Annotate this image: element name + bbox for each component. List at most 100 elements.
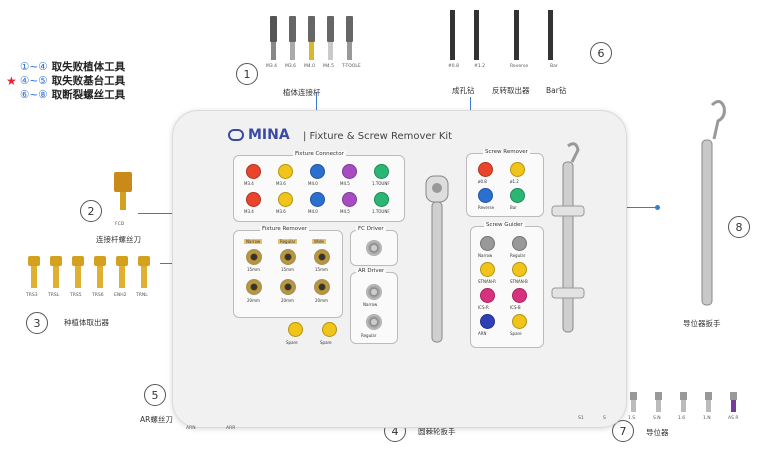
connector-tool: [308, 16, 315, 60]
caption-ar-driver: AR螺丝刀: [140, 415, 173, 424]
drill-tools-image: [450, 10, 553, 60]
screw-guider-label: Spare: [510, 331, 522, 336]
connector-tip-label: M4.0: [304, 64, 316, 69]
fixture-connector-label: M3.6: [276, 209, 286, 214]
fcd-driver-image: [114, 172, 132, 210]
legend-text: 取失败植体工具: [51, 61, 126, 73]
caption-remover: 种植体取出器: [64, 318, 109, 327]
screw-guider-label: ARN: [478, 331, 487, 336]
legend-text: 取失败基台工具: [51, 75, 126, 87]
fixture-remover-col-label: Wide: [312, 239, 326, 244]
screw-guider-slot: [512, 236, 527, 251]
remover-tool: [116, 256, 128, 288]
spare-label: Spare: [320, 340, 332, 345]
fixture-connector-label: M3.4: [244, 181, 254, 186]
spare-slot: [288, 322, 303, 337]
guider-tool: [680, 392, 687, 412]
fixture-remover-length: 15mm: [281, 267, 294, 272]
guider-tip-label: AS R: [728, 416, 739, 421]
callout-1: 1: [236, 63, 258, 85]
fc-driver-title: FC Driver: [356, 226, 386, 232]
caption-fcd: 连接杆螺丝刀: [96, 235, 141, 244]
screw-guider-label: Regular: [510, 253, 526, 258]
screw-guider-slot: [480, 288, 495, 303]
remover-tool: [50, 256, 62, 288]
connector-tip-label: M4.5: [323, 64, 335, 69]
fixture-connector-slot: [246, 164, 261, 179]
caption-reverse: 反转取出器: [492, 86, 530, 95]
screw-guider-label: STNAN-B: [510, 279, 528, 284]
kit-brand: MINA: [228, 127, 290, 143]
ar-driver-title: AR Driver: [356, 268, 387, 274]
fixture-connector-slot: [374, 164, 389, 179]
fixture-remover-length: 15mm: [247, 267, 260, 272]
screw-guider-title: Screw Guider: [484, 222, 525, 228]
legend-range: ⑥~⑧: [20, 89, 48, 101]
fixture-remover-length: 20mm: [281, 298, 294, 303]
screw-guider-label: ICS-B: [510, 305, 521, 310]
screw-guider-label: STNAN-R: [478, 279, 496, 284]
remover-tool: [138, 256, 150, 288]
screw-guider-slot: [512, 262, 527, 277]
fixture-connector-slot: [246, 192, 261, 207]
fixture-connector-slot: [310, 192, 325, 207]
remover-tool: [72, 256, 84, 288]
connector-tip-label: M3.6: [285, 64, 297, 69]
guider-tip-label: 1.S: [628, 416, 636, 421]
ar-driver-label: Regular: [361, 333, 377, 338]
fixture-remover-length: 15mm: [315, 267, 328, 272]
fixture-connector-label: M4.0: [308, 209, 318, 214]
fixture-connector-label: M4.5: [340, 181, 350, 186]
remover-tool: [94, 256, 106, 288]
screw-guider-slot: [480, 314, 495, 329]
connector-tip-label: T-TOOLE: [342, 64, 361, 69]
screw-guider-slot: [480, 262, 495, 277]
fixture-remover-slot: [246, 249, 262, 265]
kit-brand-text: MINA: [248, 127, 290, 143]
remover-tip-label: TRSL: [48, 293, 60, 298]
connector-tool: [289, 16, 296, 60]
ar-tip-label: ARR: [226, 426, 236, 431]
fixture-remover-slot: [314, 249, 330, 265]
drill-tip-label: #0.8: [448, 64, 459, 69]
tray-ratchet-image: [425, 175, 449, 343]
fixture-remover-slot: [246, 279, 262, 295]
callout-7: 7: [612, 420, 634, 442]
fixture-connector-label: M4.0: [308, 181, 318, 186]
connector-tool: [346, 16, 353, 60]
caption-bar: Bar钻: [546, 86, 567, 95]
remover-tip-label: ENH2: [114, 293, 127, 298]
remover-tools-image: [28, 256, 150, 288]
caption-drill: 成孔钻: [452, 86, 475, 95]
legend-range: ④~⑤: [20, 75, 48, 87]
remover-tip-label: TRNL: [136, 293, 148, 298]
guider-tool: [630, 392, 637, 412]
guider-tool: [655, 392, 662, 412]
guider-tool: [730, 392, 737, 412]
remover-tip-label: TRS3: [26, 293, 38, 298]
ar-tip-label: ARN: [186, 426, 196, 431]
fixture-remover-panel: [233, 230, 343, 318]
screw-guider-slot: [512, 314, 527, 329]
screw-guider-slot: [512, 288, 527, 303]
fixture-connector-slot: [310, 164, 325, 179]
caption-ratchet: 圆棘轮扳手: [418, 427, 456, 436]
screw-remover-label: ø1.2: [510, 179, 519, 184]
ar-driver-slot: [366, 284, 382, 300]
callout-6: 6: [590, 42, 612, 64]
screw-remover-slot: [478, 188, 493, 203]
screw-remover-label: ø0.8: [478, 179, 487, 184]
connector-tip-label: M3.4: [266, 64, 278, 69]
callout-3: 3: [26, 312, 48, 334]
screw-guider-label: ICS-R: [478, 305, 489, 310]
fixture-connector-slot: [278, 164, 293, 179]
connector-dot: [655, 205, 660, 210]
fixture-remover-slot: [280, 279, 296, 295]
fixture-remover-col-label: Regular: [278, 239, 298, 244]
guider-tip-label: S: [603, 416, 606, 421]
fixture-remover-col-label: Narrow: [244, 239, 263, 244]
screw-guider-slot: [480, 236, 495, 251]
callout-5: 5: [144, 384, 166, 406]
mina-logo-icon: [228, 129, 244, 141]
